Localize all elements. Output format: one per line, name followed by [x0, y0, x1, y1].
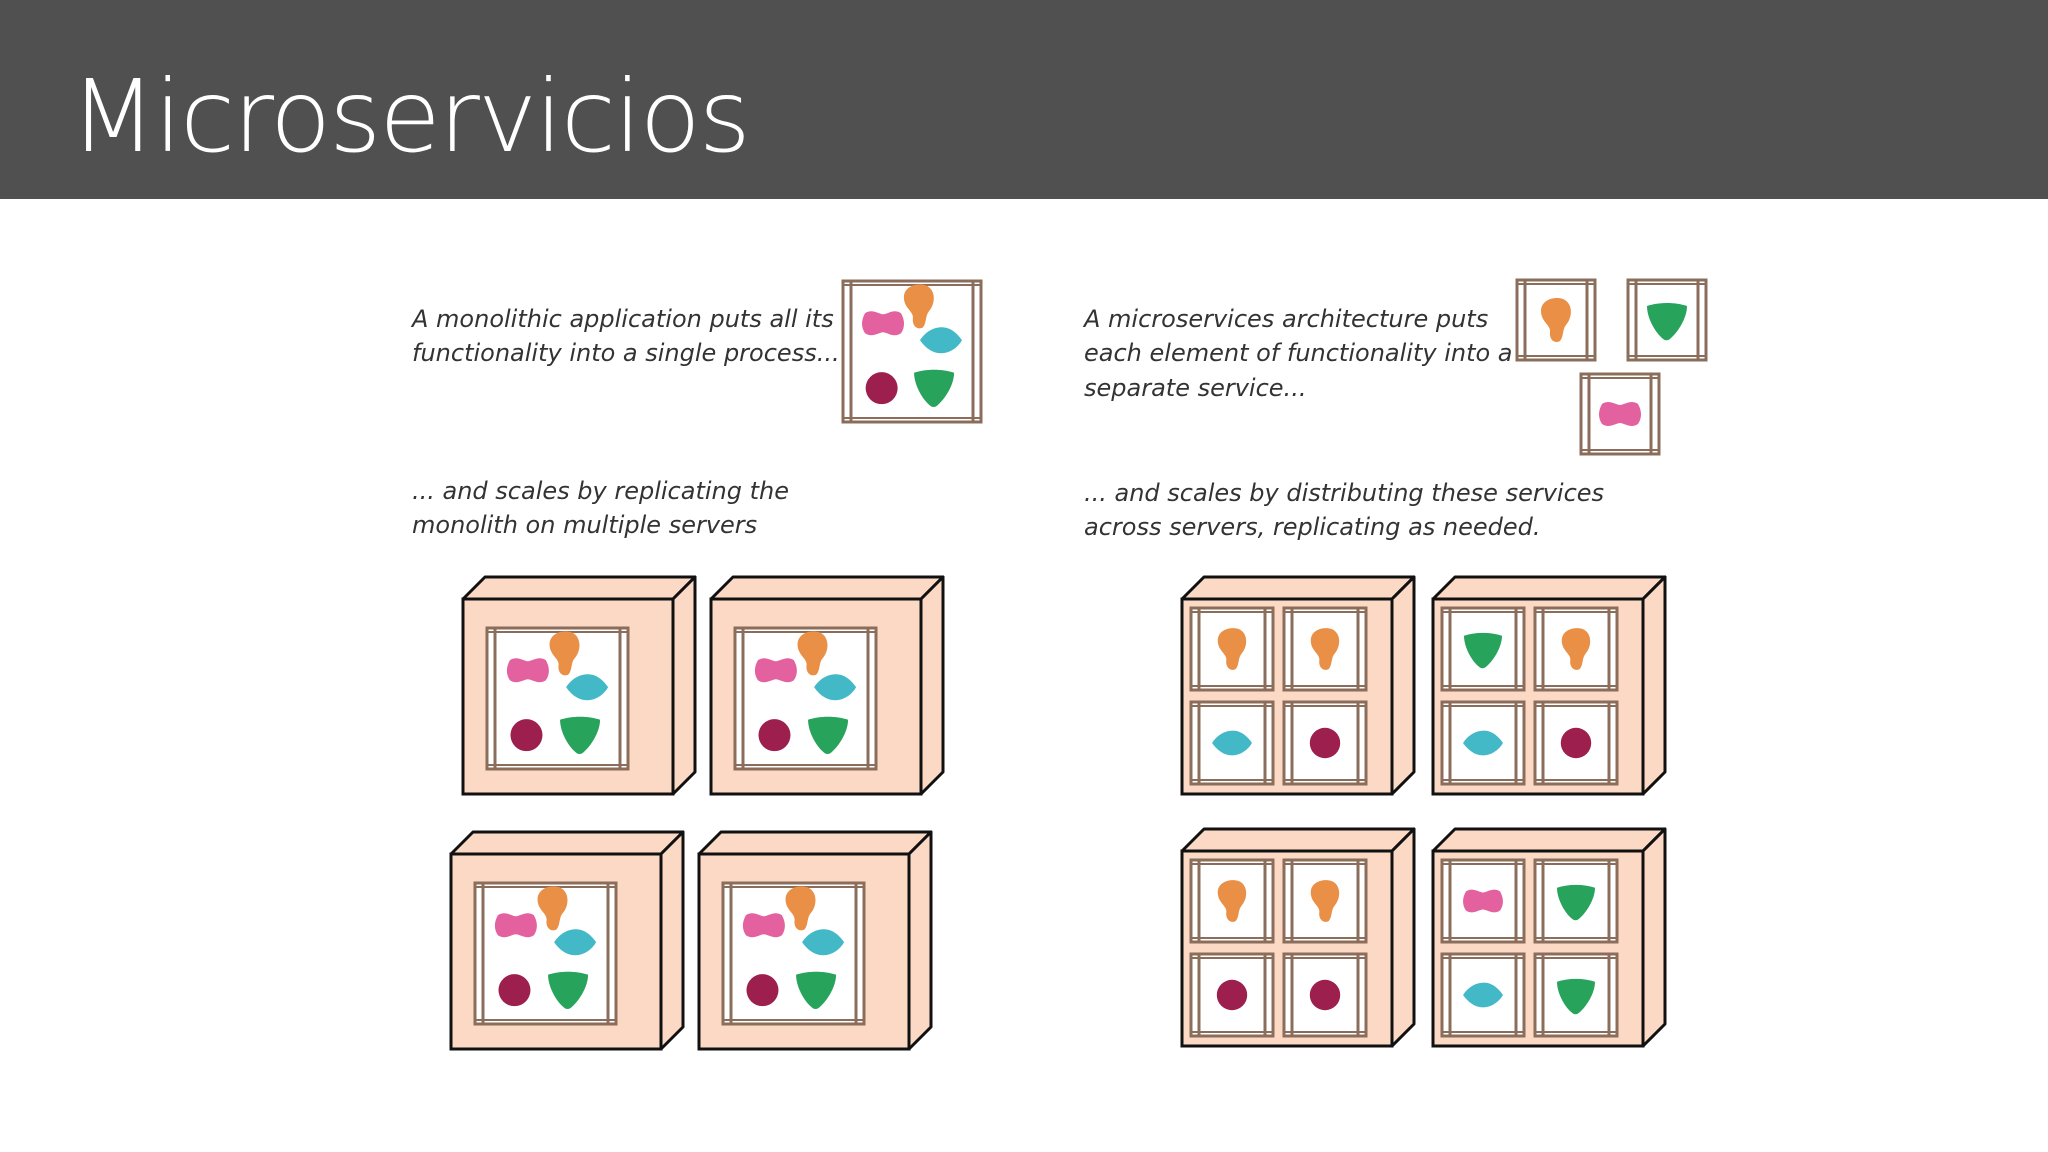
server-top-face — [1180, 827, 1416, 853]
monolith-process — [473, 881, 618, 1026]
server-side-face — [1641, 575, 1667, 796]
shape-pink — [494, 913, 537, 938]
shape-maroon — [510, 719, 543, 752]
server-top-face — [461, 575, 697, 601]
service-green — [1533, 952, 1619, 1038]
microservices-caption-line-3: separate service... — [1084, 374, 1307, 402]
monolith-server — [461, 575, 697, 796]
service-maroon — [1282, 700, 1368, 786]
server-side-face — [671, 575, 697, 796]
service-pink — [1579, 372, 1661, 456]
server-top-face — [1431, 827, 1667, 853]
monolith-scale-caption-line-2: monolith on multiple servers — [412, 511, 758, 539]
service-green — [1533, 858, 1619, 944]
service-maroon — [1533, 700, 1619, 786]
server-side-face — [659, 830, 685, 1051]
shape-pink — [742, 913, 785, 938]
shape-maroon — [1560, 727, 1592, 759]
shape-maroon — [758, 719, 791, 752]
server-side-face — [919, 575, 945, 796]
service-teal — [1189, 700, 1275, 786]
microservice-server — [1431, 575, 1667, 796]
monolith-server — [709, 575, 945, 796]
service-orange — [1533, 606, 1619, 692]
frame-outline — [1282, 606, 1368, 692]
microservices-scale-caption-line-1: ... and scales by distributing these ser… — [1084, 479, 1605, 507]
shape-maroon — [865, 372, 898, 405]
shape-pink — [1463, 889, 1503, 913]
microservices-caption-line-2: each element of functionality into a — [1084, 339, 1513, 367]
service-orange — [1282, 606, 1368, 692]
page-title: Microservicios — [70, 58, 751, 175]
server-side-face — [1390, 575, 1416, 796]
title-bar: Microservicios — [0, 0, 2048, 199]
microservices-caption-line-1: A microservices architecture puts — [1084, 305, 1489, 333]
microservices-scale-caption-line-2: across servers, replicating as needed. — [1084, 513, 1541, 541]
shape-maroon — [1309, 727, 1341, 759]
service-maroon — [1282, 952, 1368, 1038]
microservice-server — [1431, 827, 1667, 1048]
shape-pink — [754, 658, 797, 683]
microservice-server — [1180, 575, 1416, 796]
monolith-server — [449, 830, 685, 1051]
service-orange — [1189, 606, 1275, 692]
shape-pink — [862, 311, 905, 336]
monolith-scale-caption-line-1: ... and scales by replicating the — [412, 477, 789, 505]
service-green — [1440, 606, 1526, 692]
service-pink — [1440, 858, 1526, 944]
service-teal — [1440, 952, 1526, 1038]
service-maroon — [1189, 952, 1275, 1038]
shape-maroon — [1216, 979, 1248, 1011]
monolith-server — [697, 830, 933, 1051]
shape-pink — [1599, 402, 1641, 426]
service-orange — [1189, 858, 1275, 944]
monolith-caption-line-2: functionality into a single process... — [412, 339, 840, 367]
shape-pink — [506, 658, 549, 683]
microservice-server — [1180, 827, 1416, 1048]
service-orange — [1282, 858, 1368, 944]
service-green — [1626, 278, 1708, 362]
server-top-face — [449, 830, 685, 856]
server-top-face — [697, 830, 933, 856]
server-top-face — [1431, 575, 1667, 601]
server-top-face — [1180, 575, 1416, 601]
shape-maroon — [1309, 979, 1341, 1011]
service-teal — [1440, 700, 1526, 786]
server-side-face — [1390, 827, 1416, 1048]
shape-maroon — [498, 974, 531, 1007]
service-orange — [1515, 278, 1597, 362]
monolith-caption-line-1: A monolithic application puts all its — [412, 305, 834, 333]
server-side-face — [907, 830, 933, 1051]
server-side-face — [1641, 827, 1667, 1048]
frame-outline — [841, 279, 983, 424]
shape-maroon — [746, 974, 779, 1007]
server-top-face — [709, 575, 945, 601]
monolith-process — [841, 279, 983, 424]
